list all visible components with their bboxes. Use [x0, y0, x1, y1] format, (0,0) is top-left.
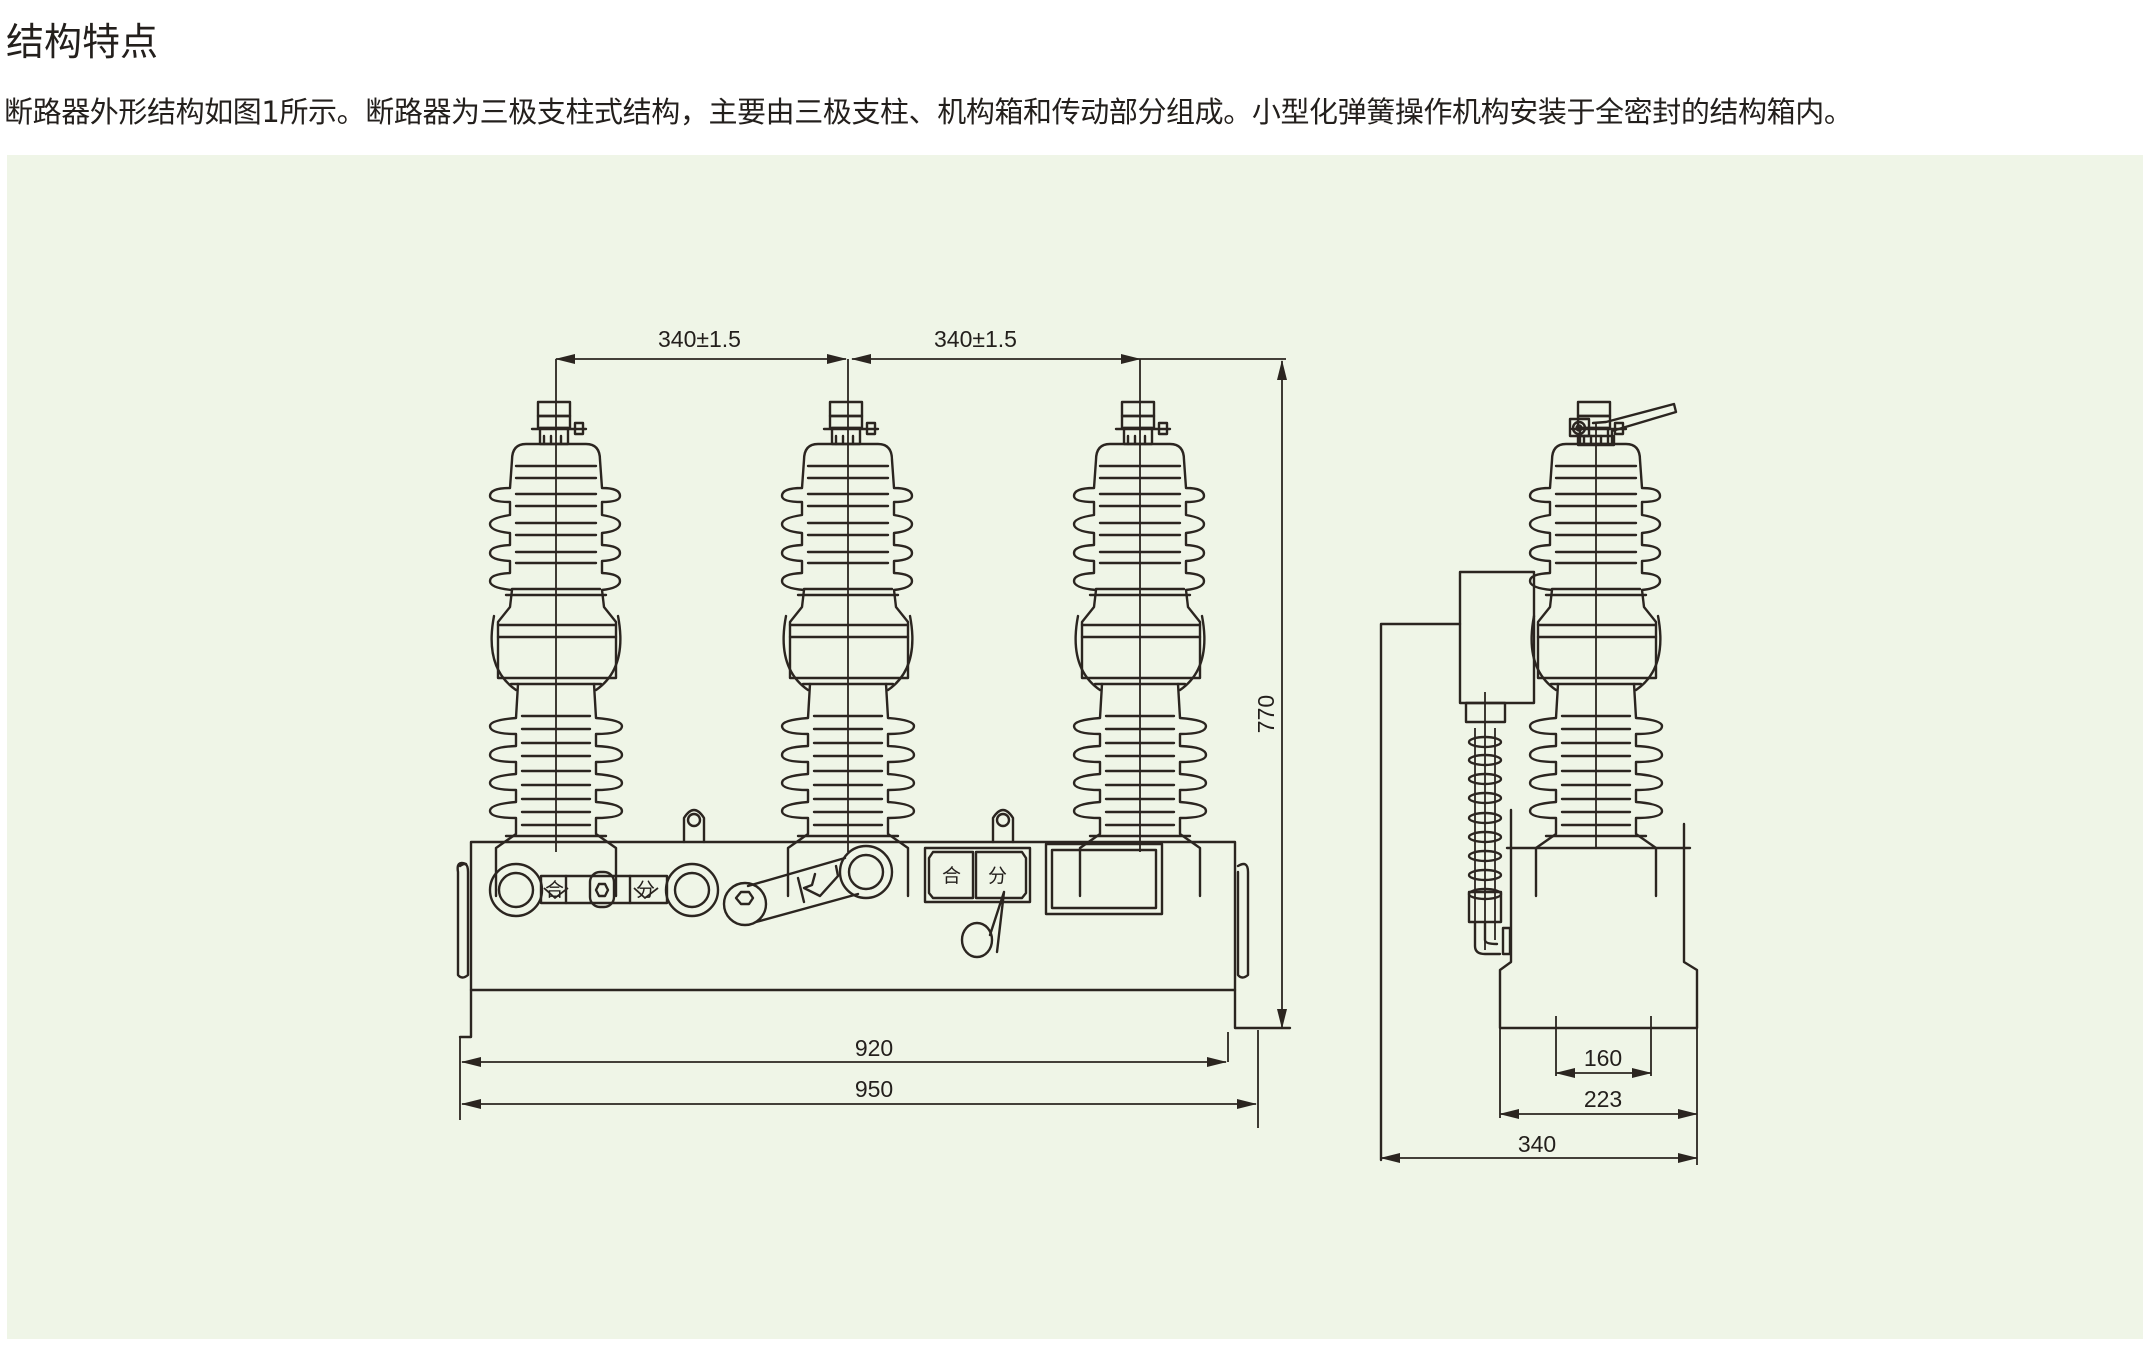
base-width-dim: 223	[1584, 1086, 1622, 1112]
section-description: 断路器外形结构如图1所示。断路器为三极支柱式结构，主要由三极支柱、机构箱和传动部…	[4, 95, 1853, 129]
manual-handle	[988, 890, 1006, 954]
linkage-close-label: 合	[545, 879, 564, 901]
section-heading: 结构特点	[6, 20, 159, 64]
height-dim: 770	[1253, 695, 1279, 733]
open-button-label: 分	[988, 865, 1007, 887]
mechanism-box	[469, 840, 1237, 992]
side-view: 160 223 340	[1379, 400, 1699, 1165]
button-panel	[923, 846, 1032, 904]
open-button[interactable]	[974, 850, 1028, 900]
linkage-open-label: 分	[636, 879, 655, 901]
spring-coil	[1467, 735, 1503, 901]
overall-depth-dim: 340	[1518, 1131, 1556, 1157]
width-950-dim: 950	[855, 1076, 893, 1102]
drawing-panel	[7, 155, 2143, 1339]
pole-spacing-dim-2: 340±1.5	[934, 326, 1017, 352]
width-920-dim: 920	[855, 1035, 893, 1061]
front-view: 合 分 合 分 340±1.5 340±1.5 770	[456, 326, 1292, 1128]
mount-spacing-dim: 160	[1584, 1045, 1622, 1071]
close-button-label: 合	[942, 865, 961, 887]
close-button[interactable]	[927, 850, 975, 900]
pole-spacing-dim-1: 340±1.5	[658, 326, 741, 352]
counter-window	[1044, 842, 1164, 916]
